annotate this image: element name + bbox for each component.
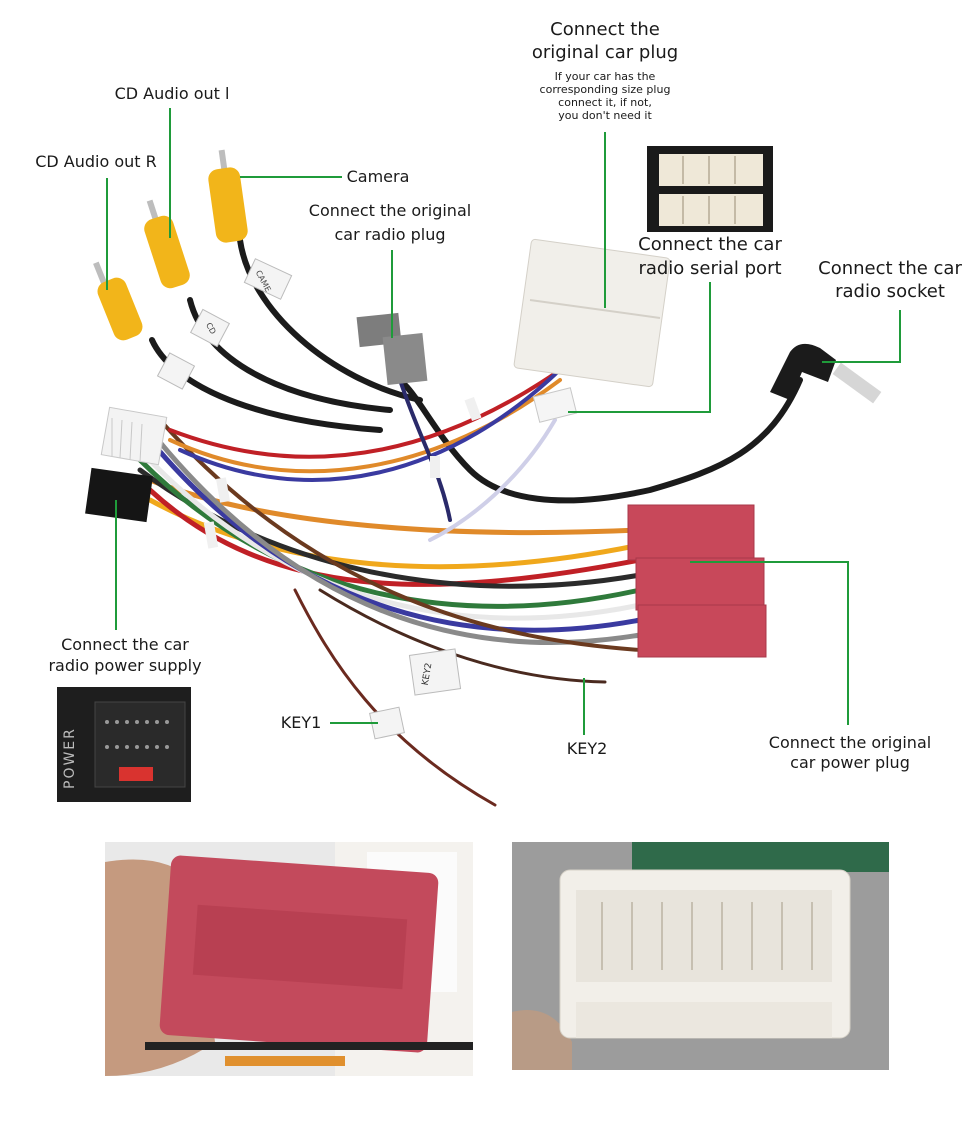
label-serial-port-2: radio serial port: [638, 258, 782, 279]
label-radio-plug-2: car radio plug: [334, 225, 446, 244]
power-panel-text: POWER: [62, 727, 78, 789]
serial-port-connector: [532, 387, 578, 423]
label-camera: Camera: [346, 167, 410, 186]
label-cd-audio-r: CD Audio out R: [35, 152, 157, 171]
label-original-plug-title-1: Connect the: [550, 19, 660, 40]
white-power-connector: [100, 406, 168, 466]
leader-serial-port: [568, 282, 711, 413]
label-original-plug-note-3: connect it, if not,: [558, 96, 652, 109]
grey-radio-plug: [356, 312, 428, 385]
cable-camera: [237, 237, 423, 403]
label-power-plug-2: car power plug: [790, 753, 910, 772]
leader-power-plug: [690, 561, 849, 725]
inset-white-connector-photo: [647, 146, 773, 232]
label-original-plug-title-2: original car plug: [531, 42, 679, 63]
black-power-connector: [85, 467, 153, 523]
antenna-plug: [770, 343, 882, 404]
label-power-supply-1: Connect the car: [61, 635, 189, 654]
inset-power-panel-photo: POWER: [57, 687, 191, 802]
rca-plug-camera: [208, 149, 248, 243]
label-socket-2: radio socket: [835, 281, 945, 302]
rca-plug-cd-l: [144, 199, 190, 289]
label-socket-1: Connect the car: [818, 258, 962, 279]
cable-cd-r: [149, 337, 383, 433]
label-cd-audio-l: CD Audio out l: [114, 84, 230, 103]
label-original-plug-note-1: If your car has the: [554, 70, 656, 83]
photo-red-power-plug: [105, 842, 473, 1076]
tag-key2: KEY2: [421, 662, 435, 686]
label-key1: KEY1: [280, 713, 322, 732]
label-radio-plug-1: Connect the original: [308, 201, 472, 220]
leader-lines: [106, 108, 901, 735]
red-power-plug: [627, 504, 767, 658]
leader-socket: [822, 310, 901, 363]
fuse-icon: [119, 767, 153, 781]
label-key2: KEY2: [566, 739, 608, 758]
label-serial-port-1: Connect the car: [638, 234, 782, 255]
white-original-plug: [513, 238, 671, 388]
rca-plug-cd-r: [93, 261, 143, 341]
label-original-plug-note-2: corresponding size plug: [539, 83, 671, 96]
label-power-supply-2: radio power supply: [48, 656, 202, 675]
wire-key1: [293, 588, 497, 807]
label-power-plug-1: Connect the original: [768, 733, 932, 752]
photo-white-original-plug: [512, 842, 889, 1070]
label-original-plug-note-4: you don't need it: [558, 109, 652, 122]
